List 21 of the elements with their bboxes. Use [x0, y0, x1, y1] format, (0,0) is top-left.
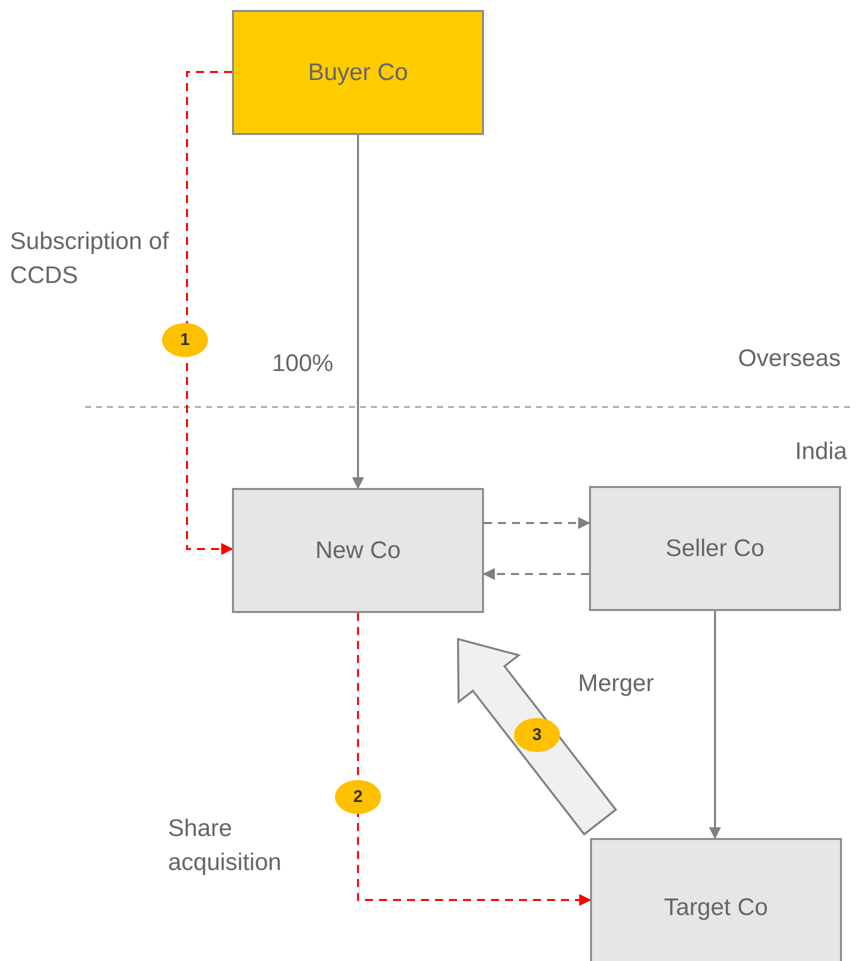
entity-box — [590, 838, 842, 961]
dashed-arrow — [484, 517, 590, 529]
annotation-text: Subscription of CCDS — [10, 227, 170, 291]
entity-box — [232, 10, 484, 135]
entity-box — [232, 488, 484, 613]
entity-name: Buyer Co — [308, 58, 408, 86]
arrow — [709, 611, 721, 840]
entity-name: Target Co — [664, 894, 768, 922]
annotation-text: Overseas — [738, 344, 841, 374]
annotation-text: India — [795, 437, 848, 467]
annotation-text: Share acquisition — [168, 814, 282, 878]
entity-box — [589, 486, 841, 611]
dashed-arrow — [357, 613, 592, 906]
annotation-text: Merger — [578, 669, 654, 699]
arrow — [352, 135, 364, 490]
step-number: 2 — [335, 780, 381, 814]
dashed-arrow — [186, 71, 234, 555]
step-number: 1 — [162, 323, 208, 357]
dashed-arrow — [482, 568, 589, 580]
entity-name: Seller Co — [666, 534, 764, 562]
entity-name: New Co — [315, 536, 401, 564]
